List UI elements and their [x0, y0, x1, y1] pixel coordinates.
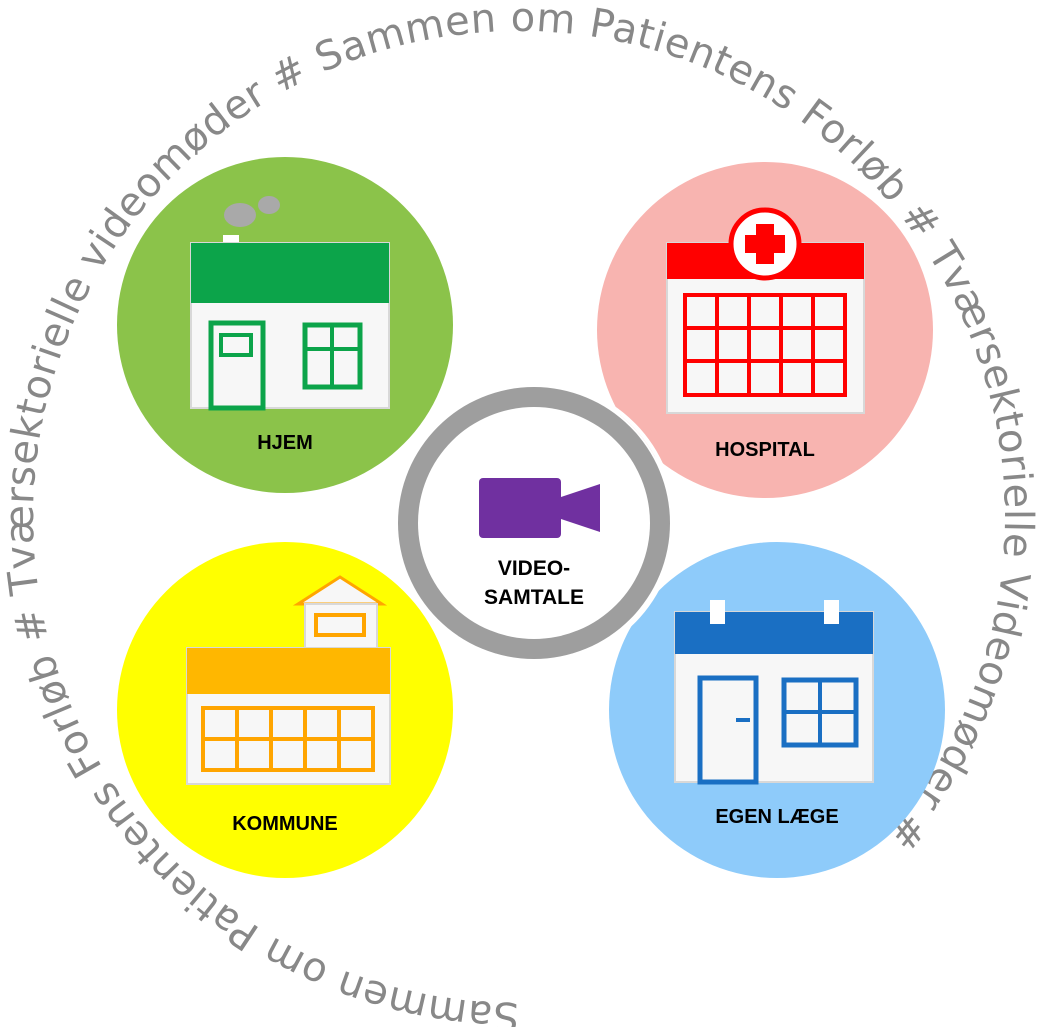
center-label-line1: VIDEO-: [498, 557, 570, 580]
node-egen-laege: EGEN LÆGE: [609, 542, 945, 878]
center-label-line2: SAMTALE: [484, 586, 584, 609]
kommune-label: KOMMUNE: [232, 813, 338, 835]
hjem-label: HJEM: [257, 432, 313, 454]
clinic-icon: [674, 600, 874, 785]
node-kommune: KOMMUNE: [117, 542, 453, 878]
house-icon: [190, 196, 390, 411]
video-camera-icon: [479, 478, 600, 538]
hospital-icon: [666, 207, 865, 414]
node-hjem: HJEM: [117, 157, 453, 493]
node-hospital: HOSPITAL: [597, 162, 933, 498]
center-node: VIDEO- SAMTALE: [392, 381, 676, 665]
egen-laege-label: EGEN LÆGE: [715, 806, 838, 828]
hospital-label: HOSPITAL: [715, 439, 815, 461]
town-hall-icon: [186, 575, 391, 785]
